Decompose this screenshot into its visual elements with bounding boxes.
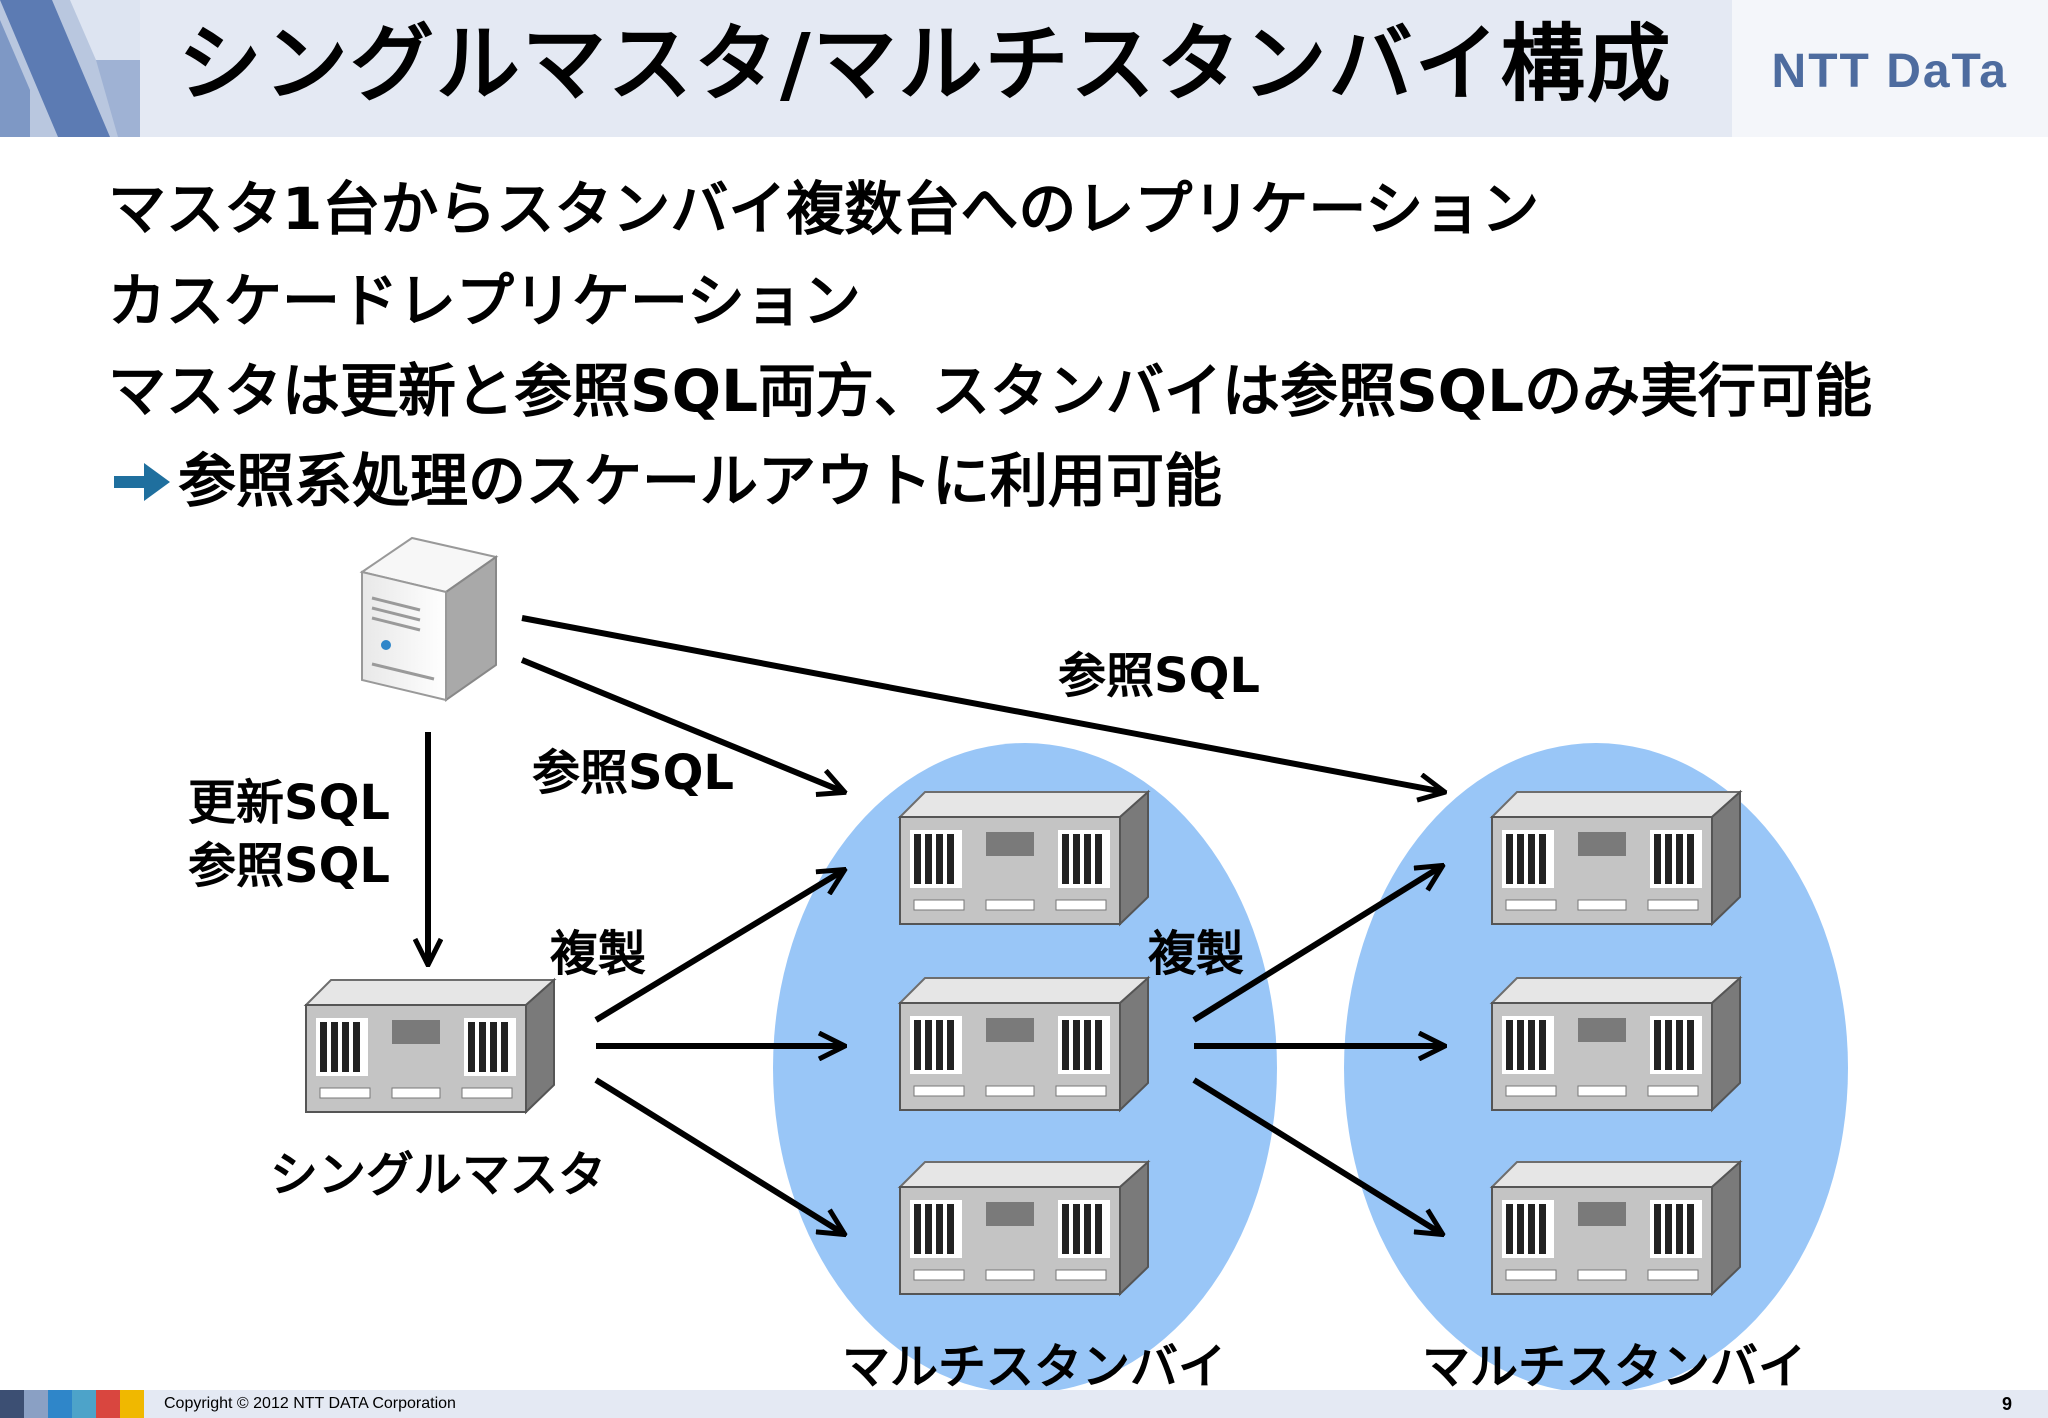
footer-square: [48, 1390, 72, 1418]
header-bar: シングルマスタ/マルチスタンバイ構成 NTT DaTa: [0, 0, 2048, 137]
replication-diagram: [305, 536, 1848, 1390]
arrow-cascade-to-standby-top: [1192, 866, 1442, 1023]
label-select-sql-to-group-1: 参照SQL: [532, 745, 734, 801]
footer-color-squares: [0, 1390, 144, 1418]
bullet-conclusion-text: 参照系処理のスケールアウトに利用可能: [178, 447, 1223, 515]
right-arrow-icon: [114, 463, 170, 501]
label-select-sql-to-master: 参照SQL: [188, 838, 390, 894]
standby-server-icon: [1491, 1161, 1741, 1295]
corner-logo-icon: [0, 0, 140, 137]
footer-square: [120, 1390, 144, 1418]
footer-square: [24, 1390, 48, 1418]
arrow-master-to-standby-top: [594, 870, 844, 1023]
label-update-sql: 更新SQL: [188, 775, 390, 831]
header-logo-area: NTT DaTa: [1732, 0, 2048, 137]
bullet-item: カスケードレプリケーション: [108, 267, 861, 335]
footer-square: [72, 1390, 96, 1418]
standby-server-icon: [899, 791, 1149, 925]
label-single-master: シングルマスタ: [270, 1147, 607, 1203]
standby-server-icon: [1491, 791, 1741, 925]
label-multi-standby-2: マルチスタンバイ: [1422, 1339, 1807, 1395]
arrow-master-to-standby-bottom: [594, 1077, 844, 1234]
master-server-icon: [305, 979, 555, 1113]
bullet-item-conclusion: 参照系処理のスケールアウトに利用可能: [112, 452, 1222, 510]
arrow-client-to-standby-group-2: [521, 615, 1444, 792]
page-number: 9: [2001, 1394, 2012, 1414]
footer-bar: Copyright © 2012 NTT DATA Corporation 9: [0, 1390, 2048, 1418]
standby-server-icon: [899, 1161, 1149, 1295]
arrow-client-to-standby-group-1: [520, 657, 844, 792]
standby-server-icon: [1491, 977, 1741, 1111]
label-multi-standby-1: マルチスタンバイ: [842, 1339, 1227, 1395]
arrow-cascade-to-standby-bottom: [1192, 1077, 1442, 1234]
label-replicate-cascade: 複製: [1148, 926, 1245, 982]
copyright-text: Copyright © 2012 NTT DATA Corporation: [164, 1395, 456, 1412]
footer-square: [96, 1390, 120, 1418]
bullet-item: マスタは更新と参照SQL両方、スタンバイは参照SQLのみ実行可能: [108, 357, 1873, 425]
bullet-item: マスタ1台からスタンバイ複数台へのレプリケーション: [108, 175, 1540, 243]
brand-logo: NTT DaTa: [1771, 45, 2008, 98]
footer-square: [0, 1390, 24, 1418]
standby-server-icon: [899, 977, 1149, 1111]
label-replicate-master: 複製: [550, 926, 647, 982]
client-pc-icon: [359, 536, 499, 702]
label-select-sql-to-group-2: 参照SQL: [1058, 648, 1260, 704]
slide-title: シングルマスタ/マルチスタンバイ構成: [178, 15, 1673, 113]
